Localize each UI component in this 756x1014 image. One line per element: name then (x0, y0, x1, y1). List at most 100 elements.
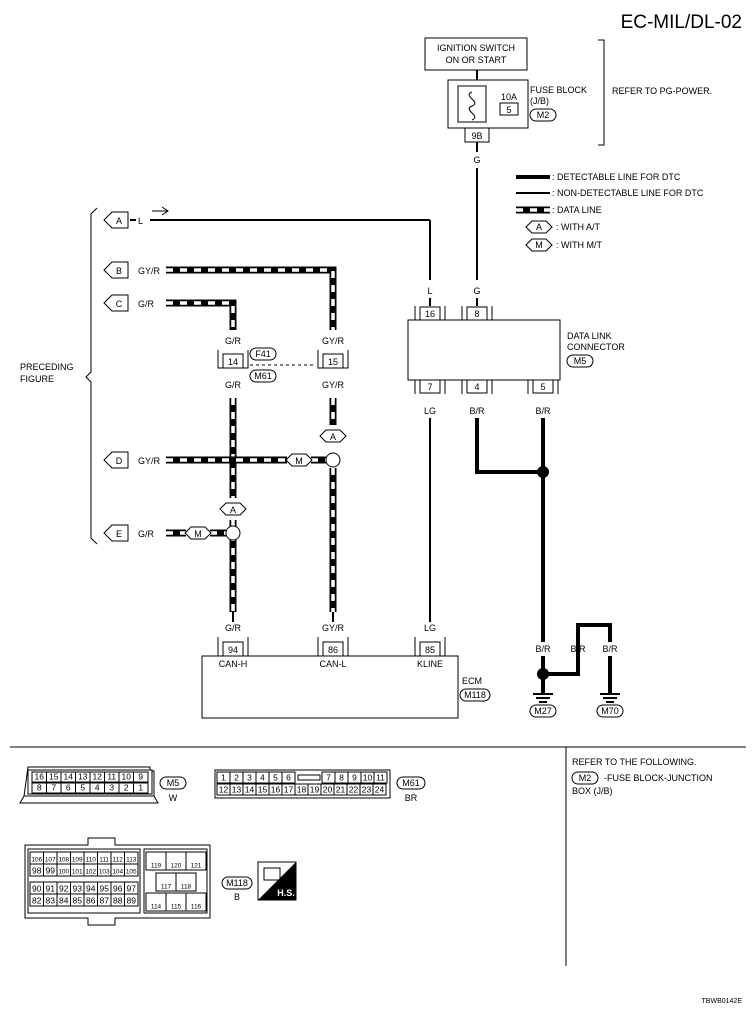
svg-text:A: A (230, 505, 236, 515)
pin-label: 24 (375, 785, 385, 795)
option-m-marker-d: M (285, 453, 313, 467)
pin-label: 84 (59, 896, 69, 906)
pin-label: 86 (86, 896, 96, 906)
page-id: EC-MIL/DL-02 (621, 12, 742, 33)
pin-label: 10 (122, 772, 132, 782)
pin-label: 13 (78, 772, 88, 782)
pin-label: 3 (109, 783, 114, 793)
svg-text:M5: M5 (167, 778, 180, 788)
pin-label: 82 (32, 896, 42, 906)
pin-label: 118 (181, 884, 192, 891)
pin-label: 104 (112, 869, 123, 876)
pin-label: 14 (245, 785, 255, 795)
pin-label: 9 (138, 772, 143, 782)
pin-label: 111 (99, 857, 109, 864)
pin-label: 16 (271, 785, 281, 795)
svg-text:CAN-L: CAN-L (319, 659, 346, 669)
pin-label: 21 (336, 785, 346, 795)
pin-label: 14 (64, 772, 74, 782)
legend: : DETECTABLE LINE FOR DTC : NON-DETECTAB… (516, 172, 704, 252)
can-data-lines (166, 266, 337, 612)
pin-label: 15 (258, 785, 268, 795)
pin-label: 105 (126, 869, 137, 876)
pin-label: 109 (72, 857, 83, 864)
pin-label: 17 (284, 785, 294, 795)
pin-label: 100 (58, 869, 69, 876)
pin-label: 4 (95, 783, 100, 793)
svg-text:M118: M118 (226, 878, 248, 888)
svg-text:ON OR START: ON OR START (446, 55, 507, 65)
svg-text:L: L (427, 286, 432, 296)
svg-text:8: 8 (474, 309, 479, 319)
pin-label: 6 (66, 783, 71, 793)
pin-label: 121 (191, 863, 202, 870)
pin-label: 23 (362, 785, 372, 795)
pin-label: 2 (234, 773, 239, 783)
joint-connector: 14 15 F41 M61 (217, 347, 349, 383)
svg-text:C: C (116, 299, 123, 309)
svg-text:CONNECTOR: CONNECTOR (567, 342, 625, 352)
svg-text:KLINE: KLINE (417, 659, 443, 669)
pin-label: 5 (273, 773, 278, 783)
svg-text:GY/R: GY/R (322, 336, 345, 346)
pin-label: 120 (171, 863, 182, 870)
ignition-switch: IGNITION SWITCH ON OR START (424, 37, 528, 71)
svg-text:M: M (194, 529, 202, 539)
svg-text:BR: BR (405, 793, 418, 803)
preceding-connector-d: D GY/R (103, 451, 161, 469)
svg-text:B/R: B/R (570, 644, 586, 654)
pin-label: 101 (72, 869, 83, 876)
pin-label: 3 (247, 773, 252, 783)
svg-text:-FUSE BLOCK-JUNCTION: -FUSE BLOCK-JUNCTION (604, 773, 713, 783)
svg-text:DATA LINK: DATA LINK (567, 331, 612, 341)
pin-label: 91 (46, 884, 56, 894)
svg-text:14: 14 (228, 357, 238, 367)
svg-text:G/R: G/R (138, 529, 155, 539)
option-a-marker-right: A (319, 429, 347, 443)
svg-text:G/R: G/R (225, 380, 242, 390)
pin-label: 85 (73, 896, 83, 906)
data-link-connector: 16 8 DATA LINK CONNECTOR M5 7 4 5 (407, 306, 625, 394)
svg-text:M70: M70 (601, 706, 619, 716)
svg-text:M61: M61 (254, 371, 272, 381)
svg-text:5: 5 (506, 105, 511, 115)
svg-text:H.S.: H.S. (277, 888, 295, 898)
pin-label: 112 (113, 857, 124, 864)
pin-label: 6 (286, 773, 291, 783)
pin-label: 93 (73, 884, 83, 894)
pin-label: 95 (100, 884, 110, 894)
svg-text:G: G (473, 155, 480, 165)
pin-label: 11 (107, 772, 116, 782)
svg-text:4: 4 (474, 382, 479, 392)
pin-label: 7 (51, 783, 56, 793)
svg-text:F41: F41 (255, 349, 271, 359)
pin-label: 107 (45, 857, 56, 864)
splice-open-d (325, 452, 341, 468)
pin-label: 103 (99, 869, 110, 876)
svg-text:GY/R: GY/R (322, 623, 345, 633)
option-a-marker-left: A (219, 502, 247, 516)
pin-label: 110 (86, 857, 97, 864)
svg-text:A: A (536, 222, 542, 232)
svg-text:: WITH A/T: : WITH A/T (556, 222, 601, 232)
refer-pg-power: REFER TO PG-POWER. (612, 86, 712, 96)
preceding-connector-c: C G/R (103, 294, 155, 312)
svg-text:BOX (J/B): BOX (J/B) (572, 786, 613, 796)
svg-text:GY/R: GY/R (322, 380, 345, 390)
pin-label: 18 (297, 785, 307, 795)
svg-text:16: 16 (425, 309, 435, 319)
fuse-icon (468, 91, 476, 121)
pin-label: 7 (326, 773, 331, 783)
ecm-connector-code: M118 (464, 690, 486, 700)
svg-text:B/R: B/R (469, 406, 485, 416)
pin-label: 16 (35, 772, 45, 782)
svg-text:M: M (535, 240, 543, 250)
svg-text:: WITH M/T: : WITH M/T (556, 240, 602, 250)
pin-label: 96 (113, 884, 123, 894)
svg-text:7: 7 (427, 382, 432, 392)
pin-label: 102 (85, 869, 96, 876)
preceding-label: PRECEDING (20, 362, 74, 372)
